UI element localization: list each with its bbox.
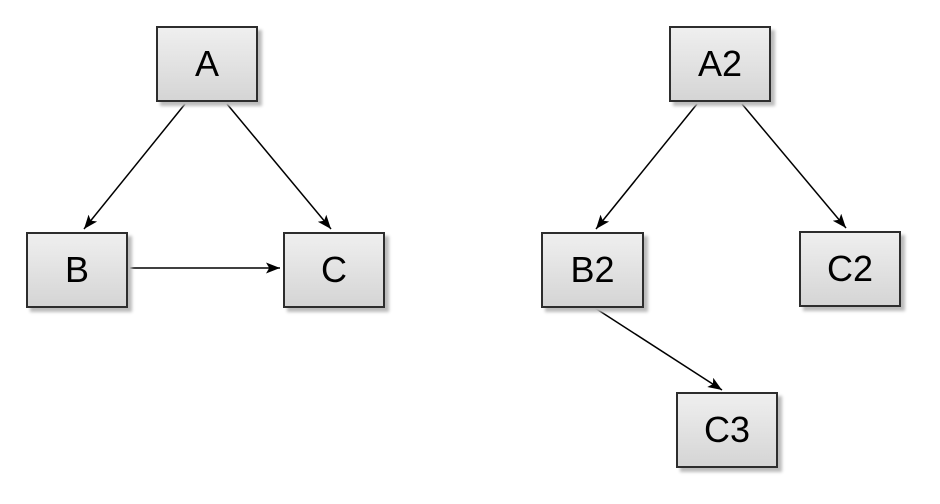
node-A2[interactable]: A2 [669, 26, 771, 102]
node-label: B [64, 249, 89, 290]
node-label: C [321, 249, 347, 290]
node-C[interactable]: C [283, 232, 385, 308]
edge-A-B [83, 103, 186, 230]
node-A[interactable]: A [156, 26, 258, 102]
node-B2[interactable]: B2 [541, 232, 644, 308]
edges-group [83, 103, 847, 391]
node-label: A [194, 43, 219, 84]
edge-B2-C3 [594, 307, 723, 391]
node-C2[interactable]: C2 [799, 231, 901, 307]
node-label: C3 [703, 409, 751, 450]
node-label: C2 [826, 248, 874, 289]
node-B[interactable]: B [26, 232, 128, 308]
node-label: A2 [697, 43, 743, 84]
edge-A2-B2 [595, 103, 698, 230]
node-label: B2 [570, 249, 615, 290]
node-C3[interactable]: C3 [676, 392, 778, 468]
edge-A-C [226, 103, 332, 230]
edge-A2-C2 [741, 103, 847, 229]
